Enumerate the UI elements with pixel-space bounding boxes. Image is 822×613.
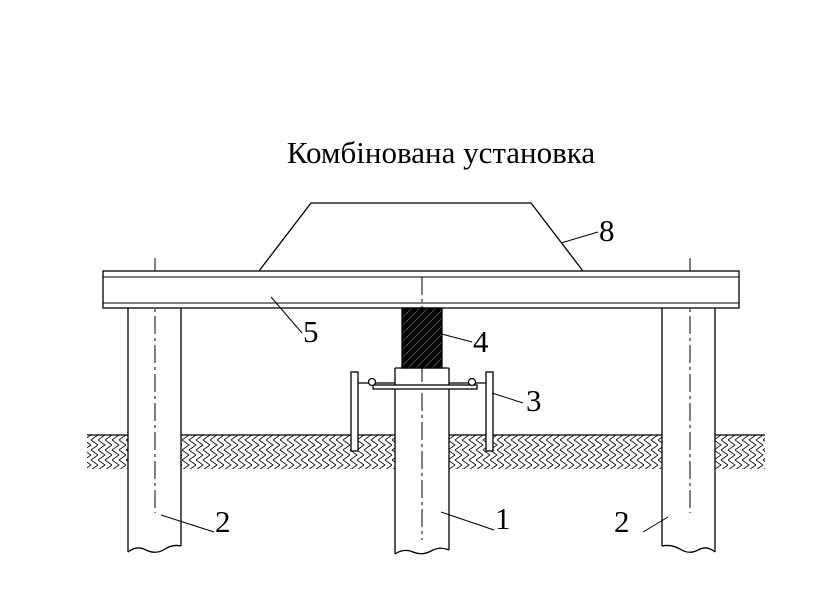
anchor-left [350, 371, 359, 452]
anchor-right [485, 371, 494, 452]
diagram-title: Комбінована установка [287, 135, 595, 170]
label-2-left: 2 [215, 504, 231, 539]
label-3: 3 [526, 383, 542, 418]
pile-right [661, 258, 716, 553]
label-8: 8 [599, 213, 615, 248]
label-1: 1 [495, 501, 511, 536]
jack [401, 307, 443, 369]
beam [102, 270, 740, 309]
label-2-right: 2 [614, 504, 630, 539]
leader-lines [160, 231, 669, 533]
label-5: 5 [303, 314, 319, 349]
anchor-frame [350, 371, 494, 452]
hinge-right [467, 377, 477, 387]
load-trapezoid [258, 202, 584, 272]
hinge-left [367, 377, 377, 387]
label-4: 4 [473, 324, 489, 359]
